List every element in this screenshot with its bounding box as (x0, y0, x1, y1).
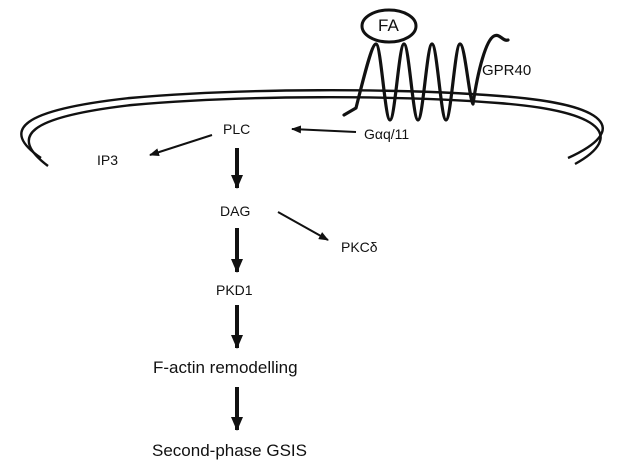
arrow-plc-to-ip3 (149, 134, 213, 157)
membrane-inner-line (27, 96, 602, 167)
second-phase-gsis-label: Second-phase GSIS (152, 441, 307, 460)
fa-ligand-ellipse (360, 8, 418, 44)
gpr40-receptor-helix (342, 33, 510, 122)
plc-label: PLC (223, 121, 251, 137)
pkc-delta-label: PKCδ (341, 239, 378, 255)
dag-label: DAG (220, 203, 251, 219)
gpr40-label: GPR40 (482, 62, 532, 79)
arrow-gaq-to-plc (291, 125, 357, 134)
galpha-q11-label: Gαq/11 (364, 126, 410, 142)
cell-membrane (20, 89, 604, 167)
arrow-dag-to-pkc (277, 211, 329, 241)
ip3-label: IP3 (97, 152, 119, 168)
pkd1-label: PKD1 (216, 282, 253, 298)
fa-label: FA (378, 16, 399, 35)
f-actin-remodelling-label: F-actin remodelling (153, 358, 298, 377)
membrane-outer-line (20, 89, 604, 160)
